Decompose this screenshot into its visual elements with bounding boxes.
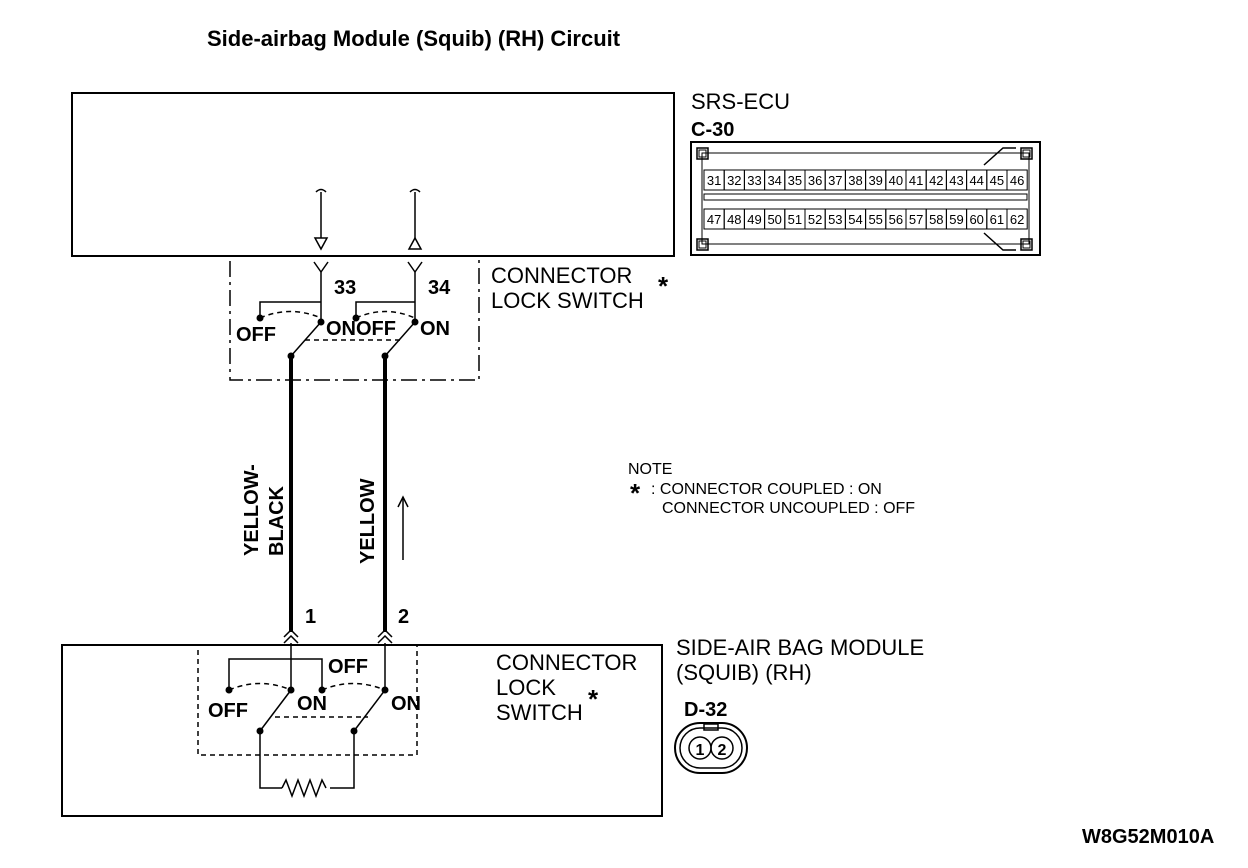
ecu-pin-number: 34: [767, 173, 781, 188]
module-name-line2: (SQUIB) (RH): [676, 660, 812, 685]
module-name-line1: SIDE-AIR BAG MODULE: [676, 635, 924, 660]
note-heading: NOTE: [628, 461, 672, 478]
ecu-pin-number: 61: [990, 212, 1004, 227]
ecu-pin-number: 44: [969, 173, 983, 188]
ecu-pin-cell: [1006, 169, 1028, 191]
srs-ecu-label: SRS-ECU: [691, 89, 790, 114]
module-switch-a-on: ON: [297, 693, 327, 715]
wire1-color-line1: YELLOW-: [241, 464, 263, 556]
wire1-color-line2: BLACK: [266, 485, 288, 556]
ecu-pin-number: 49: [747, 212, 761, 227]
ecu-switch-label-line1: CONNECTOR: [491, 263, 632, 288]
module-pin-1-label: 1: [305, 606, 316, 628]
ecu-pin-number: 58: [929, 212, 943, 227]
ecu-switch-a-on: ON: [326, 318, 356, 340]
ecu-pin-33-label: 33: [334, 277, 356, 299]
ecu-pin-number: 46: [1010, 173, 1024, 188]
module-switch-label-line3: SWITCH: [496, 700, 583, 725]
ecu-pin-number: 48: [727, 212, 741, 227]
ecu-switch-label-line2: LOCK SWITCH: [491, 288, 644, 313]
module-switch-label-line2: LOCK: [496, 675, 556, 700]
ecu-pin-number: 47: [707, 212, 721, 227]
ecu-connector-face: 31 32 33 34 35 36 37 38 39 40 41 42 43 44 45 46 47 48 49 5…: [690, 141, 1041, 256]
module-connector-face: 1 2: [674, 722, 748, 774]
ecu-pin-number: 39: [868, 173, 882, 188]
ecu-pin-number: 56: [889, 212, 903, 227]
ecu-connector-code: C-30: [691, 119, 734, 141]
note-line1: : CONNECTOR COUPLED : ON: [651, 481, 882, 498]
plug-pin-2: 2: [718, 742, 727, 759]
ecu-pin-number: 38: [848, 173, 862, 188]
module-switch-a-off: OFF: [208, 700, 248, 722]
ecu-internal-terminals: [313, 188, 423, 251]
ecu-pin-number: 36: [808, 173, 822, 188]
wire2-color: YELLOW: [357, 478, 379, 564]
ecu-pin-number: 51: [788, 212, 802, 227]
harness-wires: [283, 356, 409, 690]
module-switch-b-on: ON: [391, 693, 421, 715]
ecu-pin-number: 41: [909, 173, 923, 188]
ecu-switch-b-on: ON: [420, 318, 450, 340]
ecu-pin-number: 31: [707, 173, 721, 188]
ecu-pin-number: 43: [949, 173, 963, 188]
ecu-pin-cell: [1006, 208, 1028, 230]
ecu-pin-number: 60: [969, 212, 983, 227]
module-switch-star: *: [588, 684, 599, 714]
ecu-switch-star: *: [658, 271, 669, 301]
ecu-pin-number: 52: [808, 212, 822, 227]
ecu-pin-number: 62: [1010, 212, 1024, 227]
ecu-pin-number: 57: [909, 212, 923, 227]
module-switch-label-line1: CONNECTOR: [496, 650, 637, 675]
ecu-pin-number: 50: [767, 212, 781, 227]
squib-resistor: [281, 777, 327, 799]
ecu-pin-34-label: 34: [428, 277, 451, 299]
diagram-title: Side-airbag Module (Squib) (RH) Circuit: [207, 26, 621, 51]
module-lock-switch: OFF OFF ON ON CONNECTOR LOCK SWITCH *: [197, 644, 637, 799]
note-line2: CONNECTOR UNCOUPLED : OFF: [662, 500, 915, 517]
ecu-pin-number: 42: [929, 173, 943, 188]
plug-pin-1: 1: [696, 742, 705, 759]
srs-ecu-box: [71, 92, 675, 257]
ecu-pin-number: 54: [848, 212, 862, 227]
ecu-pin-number: 37: [828, 173, 842, 188]
ecu-pin-number: 59: [949, 212, 963, 227]
ecu-pin-row-top: 31 32 33 34 35 36 37 38 39 40 41 42 43 44 45 46: [703, 169, 1028, 191]
ecu-pin-number: 55: [868, 212, 882, 227]
ecu-pin-number: 53: [828, 212, 842, 227]
diagram-code: W8G52M010A: [1082, 826, 1214, 848]
ecu-lock-switch: 33 34 OFF ON OFF ON CONNECTOR LOCK SWITC…: [229, 255, 669, 381]
ecu-pin-number: 33: [747, 173, 761, 188]
ecu-pin-number: 32: [727, 173, 741, 188]
ecu-switch-b-off: OFF: [356, 318, 396, 340]
module-switch-b-off: OFF: [328, 656, 368, 678]
note-star: *: [630, 478, 641, 508]
ecu-pin-number: 35: [788, 173, 802, 188]
ecu-pin-number: 45: [990, 173, 1004, 188]
ecu-switch-a-off: OFF: [236, 324, 276, 346]
ecu-pin-number: 40: [889, 173, 903, 188]
module-connector-code: D-32: [684, 699, 727, 721]
ecu-pin-row-bottom: 47 48 49 50 51 52 53 54 55 56 57 58 59 60 61 62: [703, 208, 1028, 230]
module-pin-2-label: 2: [398, 606, 409, 628]
